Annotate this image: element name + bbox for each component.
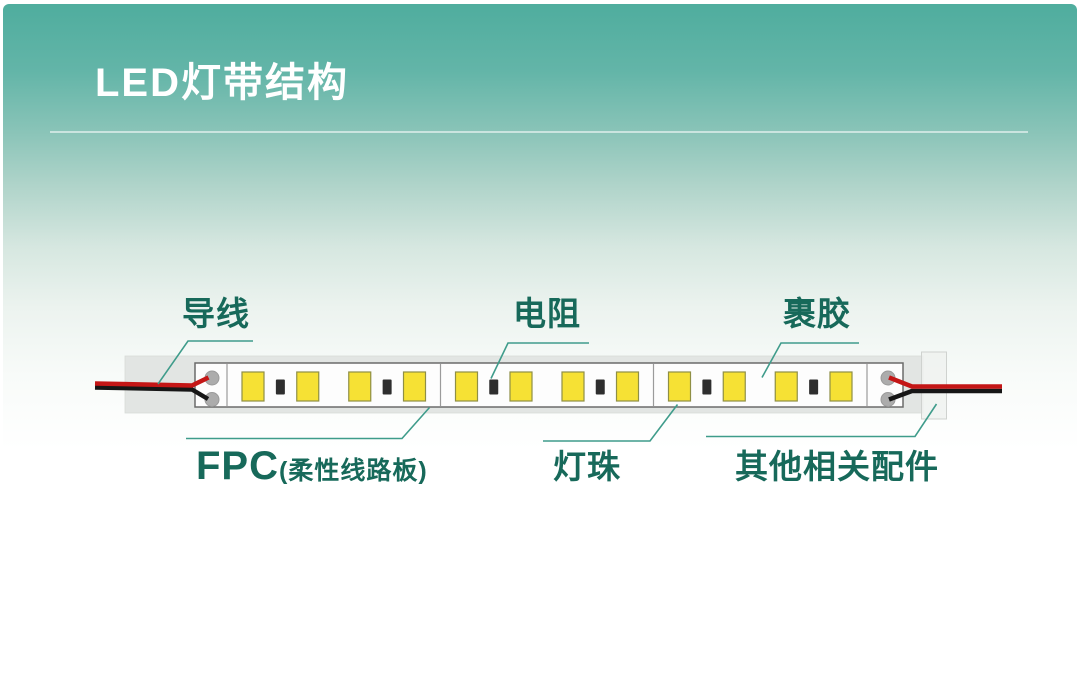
resistor-chip xyxy=(489,379,499,395)
led-chip xyxy=(509,371,533,402)
led-chip xyxy=(296,371,320,402)
leader-line-fpc xyxy=(186,406,431,440)
led-chip xyxy=(454,371,479,402)
leader-line-led-bead xyxy=(543,404,679,442)
resistor-chip xyxy=(702,379,712,395)
title-divider xyxy=(50,131,1028,133)
wire-red-right xyxy=(888,375,1002,389)
label-accessories: 其他相关配件 xyxy=(735,448,939,485)
resistor-chip xyxy=(275,379,285,395)
label-glue: 裹胶 xyxy=(783,295,851,332)
led-chip xyxy=(348,371,372,402)
resistor-chip xyxy=(382,379,392,395)
led-chip xyxy=(402,371,427,402)
resistor-chip xyxy=(595,379,605,395)
led-chip xyxy=(241,371,265,402)
led-chip xyxy=(561,371,585,402)
label-wire: 导线 xyxy=(182,295,250,332)
strip-section-dividers xyxy=(226,364,868,406)
label-fpc-sub: (柔性线路板) xyxy=(279,457,428,485)
label-led-bead: 灯珠 xyxy=(553,448,621,485)
led-chip xyxy=(829,371,853,402)
wire-black-right xyxy=(888,388,1002,402)
wire-black-left xyxy=(94,385,210,401)
led-chip xyxy=(722,371,746,402)
led-chip xyxy=(615,371,640,402)
led-chip xyxy=(774,371,798,402)
leader-line-accessories xyxy=(706,403,938,438)
leader-line-glue xyxy=(761,342,859,378)
label-fpc: FPC(柔性线路板) xyxy=(196,444,428,488)
label-resistor: 电阻 xyxy=(513,295,581,332)
wire-red-left xyxy=(94,375,210,388)
resistor-chip xyxy=(809,379,819,395)
label-fpc-main: FPC xyxy=(196,444,279,488)
leader-line-resistor xyxy=(490,342,589,379)
background-gradient xyxy=(3,4,1077,679)
strip-components xyxy=(241,371,853,402)
page-title: LED灯带结构 xyxy=(95,61,349,105)
leader-line-wire xyxy=(157,340,253,385)
led-chip xyxy=(667,371,692,402)
